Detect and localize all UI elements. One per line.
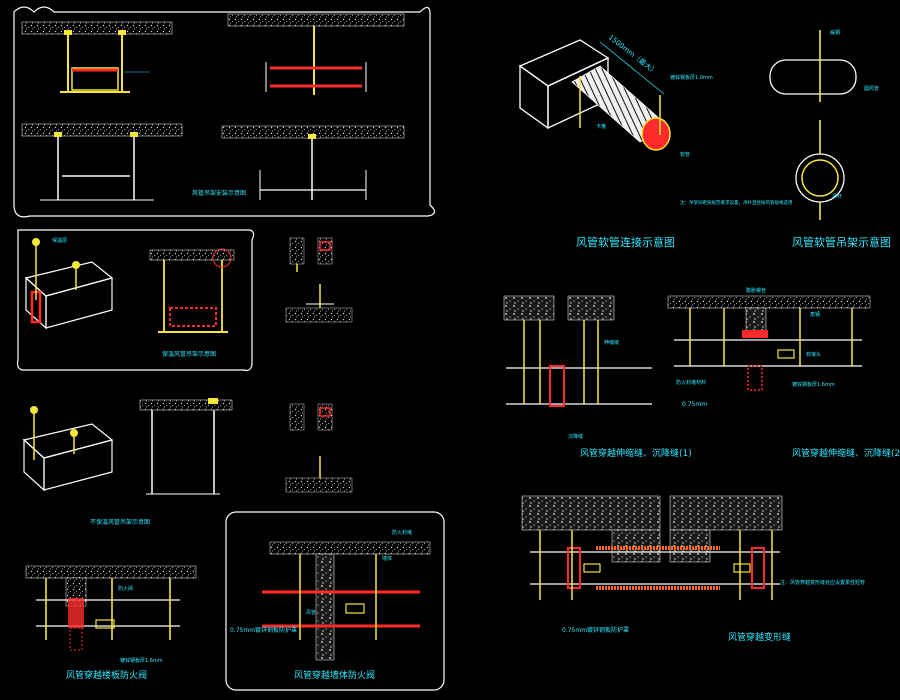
label-plate: 镀锌钢板厚1.0mm	[670, 74, 713, 81]
insulated-hanger-section	[149, 248, 235, 333]
label-clamp: 卡箍	[596, 123, 606, 130]
label-fireproof-seal: 防火封堵	[392, 529, 412, 536]
label-thickness-075: 0.75mm镀锌钢板防护罩	[230, 626, 297, 634]
insulated-duct-iso	[24, 238, 114, 330]
note-hanger-2: 不保温风管吊架示意图	[90, 518, 150, 526]
label-seal-note: 防火封堵材料	[676, 379, 706, 386]
label-expansion: 伸缩缝	[604, 339, 619, 346]
title-deformation-1: 风管穿越伸缩缝、沉降缝(1)	[580, 447, 692, 459]
label-strap: 扁钢	[830, 29, 840, 36]
hanger-detail-a	[21, 21, 173, 93]
label-fire-damper: 防火阀	[118, 585, 133, 592]
label-flex-joint: 软接头	[806, 351, 821, 358]
wall-damper-frame	[225, 511, 445, 691]
sleeve-detail-2	[285, 403, 353, 493]
sleeve-detail-1	[285, 237, 353, 323]
title-deformation-2: 风管穿越伸缩缝、沉降缝(2)	[792, 447, 900, 459]
label-duct: 风管	[306, 609, 316, 616]
title-building-joint: 风管穿越变形缝	[728, 631, 791, 643]
label-steel-angle: 角钢	[810, 311, 820, 318]
title-hose-support: 风管软管吊架示意图	[792, 235, 891, 249]
note-right: 注：风管穿越变形缝处应设置柔性短管	[780, 579, 865, 586]
title-floor-damper: 风管穿越楼板防火阀	[66, 669, 147, 681]
deformation-joint-1	[503, 295, 652, 407]
round-duct-support	[769, 30, 857, 220]
label-thickness-075-b: 0.75mm镀锌钢板防护罩	[562, 626, 629, 634]
hanger-detail-c	[21, 123, 183, 201]
label-bolt: 膨胀螺栓	[746, 287, 766, 294]
bare-hanger-section	[139, 398, 233, 495]
label-settlement: 沉降缝	[568, 433, 583, 440]
title-hose-connection: 风管软管连接示意图	[576, 235, 675, 249]
title-wall-damper: 风管穿越墙体防火阀	[294, 669, 375, 681]
hanger-detail-d	[221, 125, 405, 200]
label-thickness-075-c: 0.75mm	[682, 401, 707, 408]
label-thickness-16: 镀锌钢板厚1.6mm	[792, 381, 835, 388]
wall-fire-damper-detail	[262, 541, 431, 661]
label-hanger: 吊杆	[832, 193, 842, 200]
revision-cloud-2	[16, 229, 255, 372]
note-hanger-1: 风管吊架安装示意图	[192, 189, 246, 197]
flex-hose-connection	[518, 39, 671, 151]
revision-cloud-1	[13, 6, 436, 218]
building-joint-detail	[521, 495, 783, 600]
note-small: 注：吊架间距按规范要求设置，吊杆直径按风管规格选用	[680, 199, 793, 206]
label-insulation: 保温层	[52, 237, 67, 244]
label-round-duct: 圆风管	[864, 85, 879, 92]
hanger-detail-b	[227, 13, 405, 95]
label-wall: 墙体	[382, 555, 392, 562]
floor-fire-damper-detail	[25, 565, 197, 651]
deformation-joint-2	[667, 295, 871, 391]
note-hanger-3: 保温风管吊架示意图	[162, 350, 216, 358]
label-thickness-16-b: 镀锌钢板厚1.6mm	[120, 657, 163, 664]
label-flex-hose: 软管	[680, 151, 690, 158]
bare-duct-iso	[22, 406, 114, 492]
